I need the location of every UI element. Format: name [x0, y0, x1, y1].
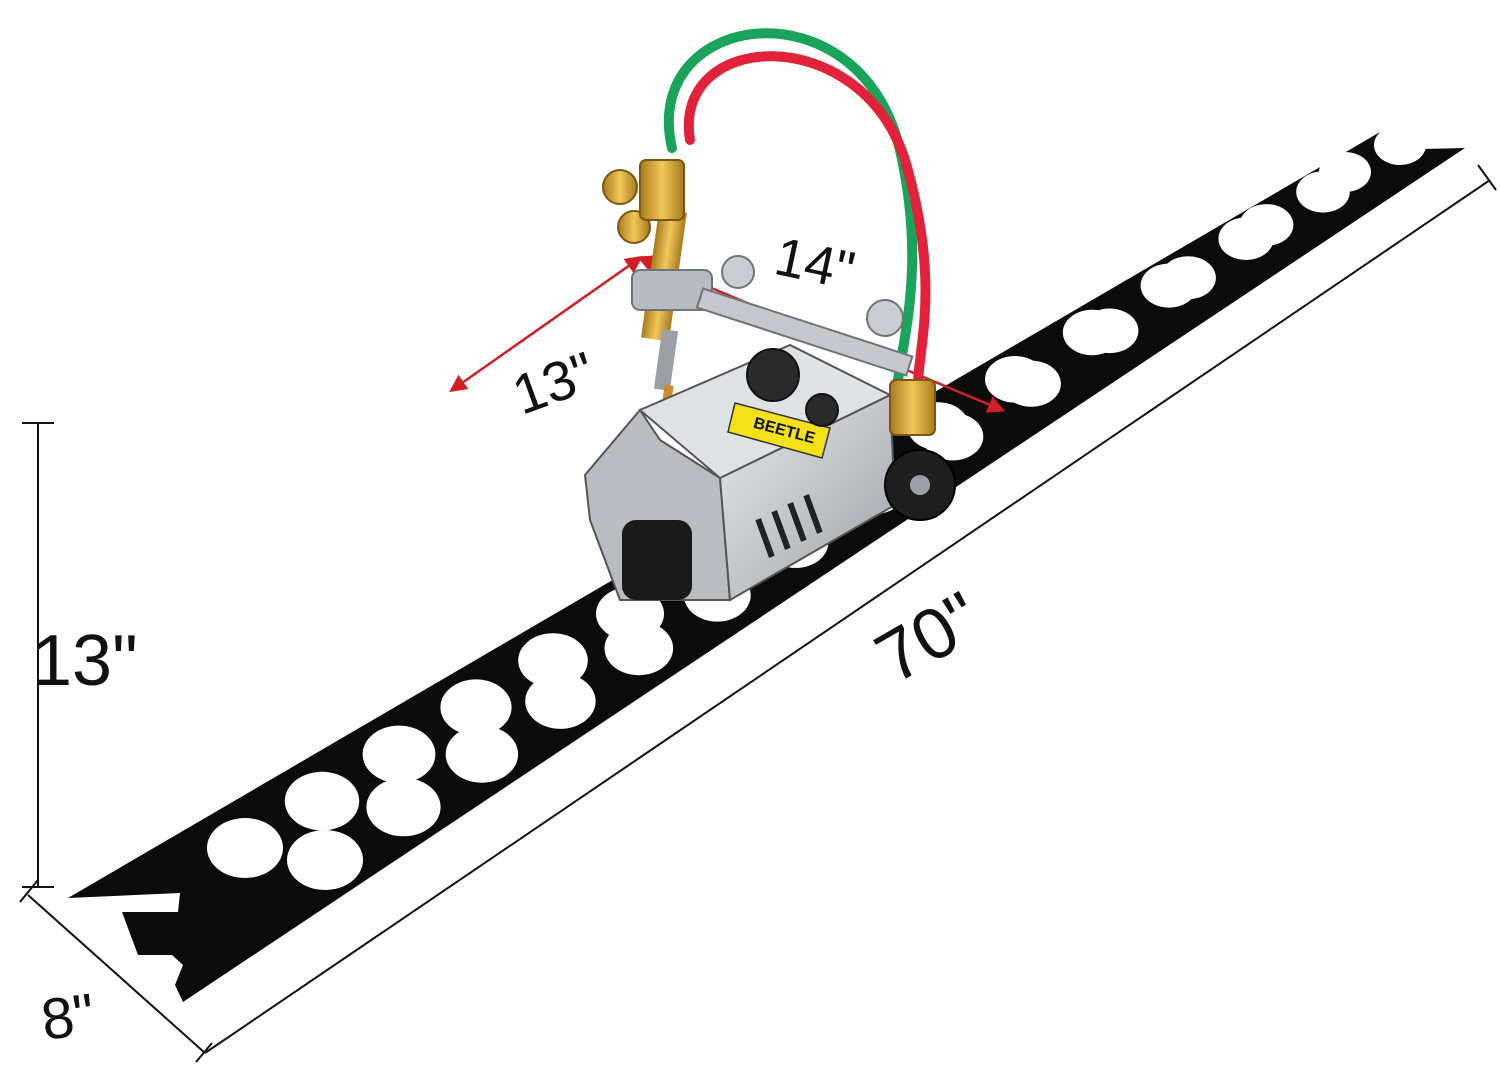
- width-tick-right: [195, 1042, 213, 1063]
- vent-1: [755, 518, 775, 558]
- vent-2: [771, 510, 791, 550]
- green-hose: [664, 28, 918, 385]
- cutting-torch: [602, 159, 914, 424]
- arm-length-label: 14": [770, 226, 860, 301]
- speed-dial: [746, 348, 800, 402]
- rail-hole: [604, 621, 674, 676]
- length-label: 70": [863, 577, 995, 699]
- torch-neck: [653, 329, 679, 391]
- rail-hole: [922, 412, 984, 461]
- brand-label-plate: [727, 402, 831, 459]
- arm-lock-knob: [721, 255, 755, 289]
- arm-reach-label: 13": [504, 339, 603, 426]
- rail-hole: [1001, 360, 1061, 407]
- rail-hole: [440, 679, 512, 736]
- rail-hole: [518, 633, 588, 688]
- rail-hole: [362, 725, 436, 783]
- dimension-lines: [19, 164, 1497, 1063]
- rail-hole: [1080, 308, 1139, 354]
- hose-fitting: [889, 379, 936, 436]
- front-roller: [622, 520, 692, 600]
- support-arm: [695, 287, 914, 377]
- red-hose: [683, 51, 931, 387]
- direction-knob: [805, 393, 839, 427]
- rail-hole: [366, 777, 441, 837]
- rail-hole: [1319, 152, 1371, 192]
- vent-4: [803, 494, 823, 534]
- height-knob: [866, 299, 904, 337]
- rail-hole: [287, 830, 363, 890]
- rail-hole: [284, 771, 360, 831]
- length-tick-right: [1477, 164, 1497, 191]
- width-dimension-line: [27, 894, 206, 1054]
- rail-hole: [1160, 256, 1216, 300]
- rail-hole: [445, 725, 519, 783]
- gas-hoses: [664, 28, 931, 387]
- drive-wheel-hub: [910, 475, 930, 495]
- valve-knob-top: [602, 169, 638, 205]
- rail-hole: [1239, 204, 1294, 246]
- rail-hole: [1374, 125, 1426, 165]
- width-label: 8": [37, 981, 98, 1053]
- arm-reach-arrow: [449, 255, 643, 393]
- width-tick-left: [19, 879, 39, 903]
- height-label: 13": [32, 621, 138, 701]
- rail-hole: [525, 673, 596, 729]
- torch-clamp: [631, 269, 713, 311]
- rail-hole: [207, 818, 283, 878]
- carriage-machine: BEETLE: [583, 343, 956, 602]
- vent-3: [787, 502, 807, 542]
- length-dimension-line: [204, 179, 1491, 1054]
- valve-block: [639, 159, 685, 221]
